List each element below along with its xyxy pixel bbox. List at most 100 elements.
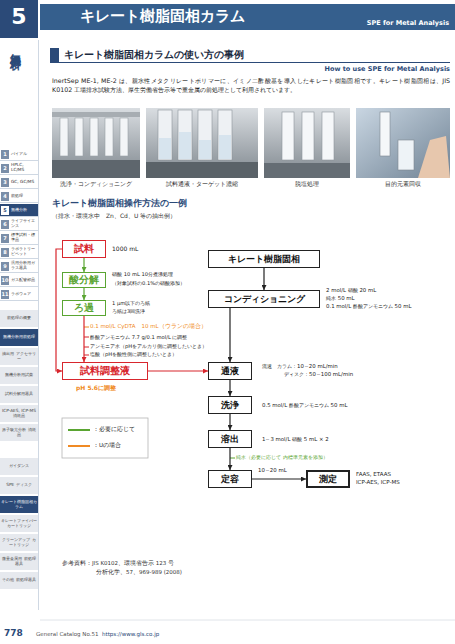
hand [418, 136, 450, 178]
tab-text: 7 [1, 234, 9, 243]
note-text: ろ紙は3回洗浄 [112, 308, 145, 314]
tab-text: クリーンアップ カートリッジ [1, 538, 37, 548]
photo-caption: 脱塩処理 [264, 181, 350, 188]
note-text: 1 µm以下のろ紙 [112, 300, 150, 306]
method-name: FAAS, ETAAS [356, 471, 391, 478]
note-text: 塩酸（pHを酸性側に調整したいとき） [90, 351, 177, 357]
tab-text: SPE ディスク [6, 483, 31, 488]
column-rack [52, 112, 140, 117]
process-box: 定容 [208, 470, 252, 488]
chapter-tab: 6ライフサイエンス [0, 218, 38, 231]
photo-frame [356, 108, 450, 178]
flow-arrow [83, 258, 84, 272]
tab-text: 原子吸光分析 消耗品 [1, 428, 37, 438]
flow-arrow [83, 316, 84, 362]
photo [146, 108, 258, 178]
tab-text: ICP-AES, ICP-MS 消耗品 [1, 409, 37, 419]
tab-text: 2 [1, 164, 9, 173]
footer-rule [40, 620, 455, 621]
reagent-tick [84, 337, 89, 338]
chapter-tab: 5無機分析 [0, 204, 38, 217]
collection-tube [398, 140, 414, 170]
process-box: コンディショニング [208, 290, 320, 308]
process-box: キレート樹脂固相 [208, 250, 320, 268]
process-box: 通液 [208, 362, 252, 380]
reagent-tick [84, 347, 89, 348]
tab-text: 8 [1, 248, 9, 257]
intro-text: InertSep ME-1, ME-2 は、親水性メタクリレートポリマーに、イミ… [52, 76, 450, 95]
optional-step-box: ろ過 [62, 300, 106, 316]
tab-text: ラボラトリー ピペット [11, 247, 38, 256]
note-text: 0.1 mol/L 酢酸アンモニウム 50 mL [326, 303, 411, 309]
header-subtitle: SPE for Metal Analysis [367, 19, 449, 27]
box-text: 通液 [221, 365, 239, 378]
reagent-tick [84, 355, 89, 356]
section-tab: その他 前処理器具 [0, 572, 38, 590]
reservoir [158, 110, 172, 160]
box-text: キレート樹脂固相 [228, 253, 300, 266]
reference-text: 参考資料：JIS K0102、環境省告示 123 号 [62, 560, 174, 567]
box-text: 定容 [221, 473, 239, 486]
tab-text: その他 前処理器具 [2, 578, 35, 583]
website-url: https://www.gls.co.jp [102, 631, 159, 638]
box-text: 測定 [319, 473, 337, 486]
tab-text: 無機分析用試薬 [5, 373, 33, 378]
section-tab: 抽出用 アクセサリー [0, 348, 38, 366]
chapter-tab: 8ラボラトリー ピペット [0, 246, 38, 259]
sample-box: 試料調整液 [62, 362, 148, 380]
legend-text: ：Uの場合 [93, 442, 121, 449]
column [282, 112, 294, 160]
column [380, 112, 390, 156]
note-text: アンモニア水（pHをアルカリ側に調整したいとき） [90, 343, 207, 349]
sample-liquid [159, 138, 171, 159]
section-tab: 前処理の概要 [0, 310, 38, 328]
box-text: 試料 [74, 242, 94, 256]
column [75, 118, 83, 156]
condition-note: pH 5.6に調整 [76, 384, 116, 391]
section-tab: 微量金属用 前処理器具 [0, 553, 38, 571]
box-text: コンディショニング [224, 293, 305, 306]
tab-text: 無機分析用前処理 [3, 335, 35, 340]
flow-arrow [263, 268, 264, 290]
photo-frame [146, 108, 258, 178]
column [322, 112, 334, 160]
reagent-tick [230, 458, 235, 459]
subheading-bar: キレート樹脂固相カラムの使い方の事例 [50, 48, 450, 63]
photo [52, 108, 140, 178]
chapter-tab: 4前処理 [0, 190, 38, 203]
photo-caption: 目的元素回収 [356, 181, 450, 188]
column [120, 118, 128, 156]
tab-text: ガス配管部品 [11, 278, 35, 283]
tab-text: 標準試料・標準品 [11, 233, 38, 242]
photo-frame [264, 108, 350, 178]
tab-text: 9 [1, 262, 9, 271]
box-text: 溶出 [221, 433, 239, 446]
note-text: 1～3 mol/L 硝酸 5 mL × 2 [262, 436, 329, 442]
chapter-tab: 9汎用分析用ガラス器具 [0, 260, 38, 273]
note-text: 純水（必要に応じて 内標準元素を添加） [236, 454, 328, 460]
process-box: 溶出 [208, 430, 252, 448]
manifold [146, 162, 258, 178]
tab-text: 3 [1, 178, 9, 187]
tab-text: 無機分析 [11, 208, 27, 213]
box-text: 酸分解 [69, 274, 99, 287]
tab-text: 前処理の概要 [7, 316, 31, 321]
tab-text: ライフサイエンス [11, 219, 38, 228]
chapter-tab: 3GC, GC/MS [0, 176, 38, 189]
flow-arrow [148, 370, 208, 371]
legend-line [68, 429, 90, 431]
tab-text: 微量金属用 前処理器具 [1, 557, 37, 567]
photo-caption: 試料通液・ターゲット濃縮 [146, 181, 258, 188]
note-text: 0.1 mol/L CyDTA 10 mL（ウランの場合） [90, 323, 207, 330]
flow-arrow [229, 308, 230, 362]
photo-caption: 洗浄・コンディショニング [52, 181, 140, 188]
result-box: 測定 [306, 470, 350, 488]
sample-liquid [179, 132, 191, 159]
tab-text: 抽出用 アクセサリー [1, 352, 37, 362]
column [105, 118, 113, 156]
note-text: 純水 50 mL [326, 295, 355, 301]
tab-text: キレートファイバー カートリッジ [1, 519, 37, 529]
tab-text: キレート樹脂固相カラム [1, 500, 37, 510]
